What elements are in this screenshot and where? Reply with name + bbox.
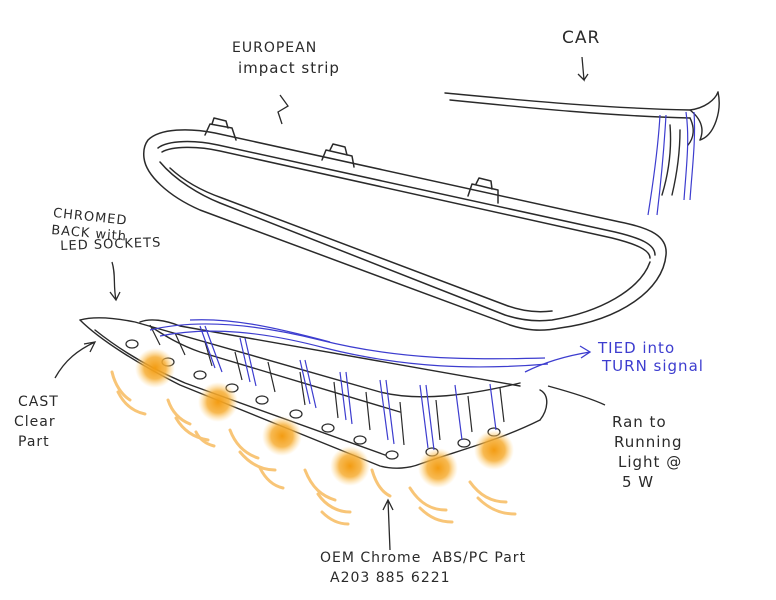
led-wiring	[149, 319, 549, 451]
car-arrow	[577, 56, 589, 82]
impact-strip-label-line1: EUROPEAN	[232, 40, 318, 56]
ran-label-line2: Running	[614, 433, 683, 451]
tied-label-line1: TIED into	[598, 339, 676, 357]
ran-label-line4: 5 W	[622, 473, 655, 491]
oem-label-line1: OEM Chrome ABS/PC Part	[320, 550, 527, 566]
light-rays	[110, 370, 517, 526]
chromed-label-line3: LED SOCKETS	[60, 235, 162, 254]
oem-arrow	[382, 498, 394, 551]
cast-label-line2: Clear	[14, 414, 56, 430]
impact-strip-label-line2: impact strip	[238, 59, 340, 77]
car-wires	[647, 111, 696, 216]
led-glows	[135, 348, 514, 488]
tied-label-line2: TURN signal	[602, 357, 704, 375]
impact-strip	[143, 117, 667, 331]
ran-arrow	[547, 385, 606, 406]
ran-label-line1: Ran to	[612, 413, 667, 431]
cast-arrow	[54, 341, 97, 379]
impact-strip-arrow	[277, 94, 289, 125]
cast-label-line3: Part	[18, 434, 50, 450]
ran-label-line3: Light @	[618, 453, 683, 471]
tied-arrow	[524, 345, 592, 373]
oem-label-line2: A203 885 6221	[330, 570, 451, 586]
car-label: CAR	[562, 28, 601, 48]
cast-label-line1: CAST	[18, 394, 59, 410]
chromed-arrow	[109, 261, 121, 302]
